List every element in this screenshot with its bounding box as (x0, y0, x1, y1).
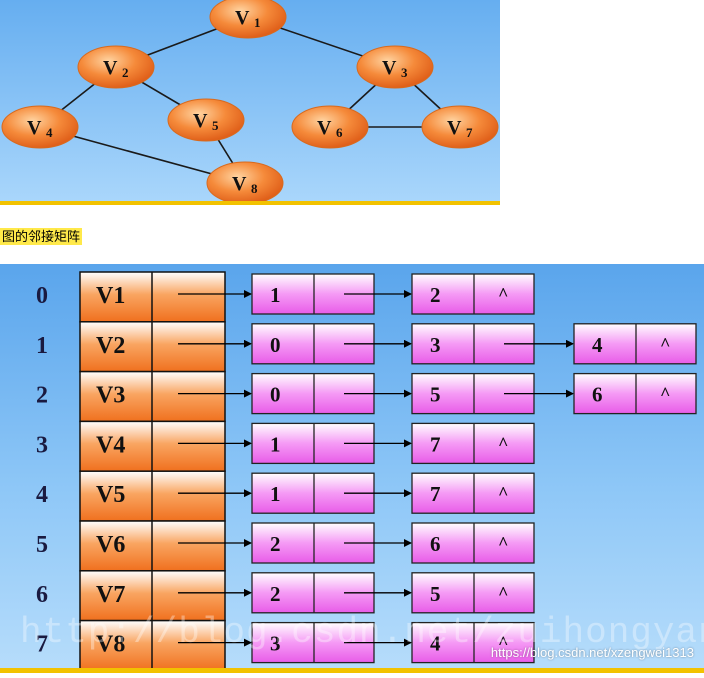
node-value: 4 (430, 632, 441, 656)
node-value: 1 (270, 482, 281, 506)
vertex-name: V4 (96, 432, 125, 458)
list-node: 6^ (411, 522, 535, 564)
graph-node-label: V (317, 117, 332, 139)
list-node: 2 (251, 572, 412, 614)
list-node: 4^ (411, 621, 535, 664)
list-node: 1 (251, 472, 412, 514)
graph-node-subscript: 5 (212, 118, 219, 133)
node-value: 4 (592, 333, 603, 357)
row-index: 6 (36, 582, 48, 608)
node-value: 3 (430, 333, 441, 357)
vertex-name: V7 (96, 582, 125, 608)
node-value: 7 (430, 482, 441, 506)
row-index: 2 (36, 383, 48, 409)
node-value: 2 (430, 283, 441, 307)
row-index: 4 (36, 482, 48, 508)
list-node: 6^ (573, 372, 697, 415)
list-node: 7^ (411, 422, 535, 465)
node-value: 3 (270, 632, 281, 656)
list-node: 7^ (411, 472, 535, 514)
node-value: 1 (270, 432, 281, 456)
null-pointer: ^ (498, 583, 508, 603)
null-pointer: ^ (660, 384, 670, 404)
node-value: 5 (430, 582, 441, 606)
vertex-name: V8 (96, 632, 125, 658)
figure-caption: 图的邻接矩阵 (0, 228, 83, 245)
null-pointer: ^ (660, 334, 670, 354)
null-pointer: ^ (498, 533, 508, 553)
list-node: 0 (251, 323, 412, 365)
list-node: 3 (251, 621, 412, 664)
graph-node-subscript: 6 (336, 125, 343, 140)
graph-node-label: V (235, 7, 250, 29)
null-pointer: ^ (498, 433, 508, 453)
graph-node-subscript: 2 (122, 65, 129, 80)
null-pointer: ^ (498, 483, 508, 503)
bottom-bar (0, 668, 704, 673)
vertex-name: V1 (96, 283, 125, 309)
list-node: 2^ (411, 273, 535, 315)
graph-node-subscript: 3 (401, 65, 408, 80)
list-node: 4^ (573, 323, 697, 365)
node-value: 0 (270, 383, 281, 407)
list-node: 1 (251, 422, 412, 465)
node-value: 2 (270, 532, 281, 556)
node-value: 5 (430, 383, 441, 407)
node-value: 6 (430, 532, 441, 556)
row-index: 0 (36, 283, 48, 309)
row-index: 5 (36, 532, 48, 558)
null-pointer: ^ (498, 284, 508, 304)
list-node: 3 (411, 323, 574, 365)
source-url: https://blog.csdn.net/xzengwei1313 (490, 645, 694, 660)
null-pointer: ^ (498, 633, 508, 653)
list-node: 2 (251, 522, 412, 564)
row-index: 1 (36, 333, 48, 359)
graph-node-label: V (382, 57, 397, 79)
graph-node-subscript: 7 (466, 125, 473, 140)
node-value: 2 (270, 582, 281, 606)
list-node: 1 (251, 273, 412, 315)
graph-node-subscript: 4 (46, 125, 53, 140)
list-node: 5 (411, 372, 574, 415)
node-value: 0 (270, 333, 281, 357)
node-value: 6 (592, 383, 603, 407)
graph-node-label: V (447, 117, 462, 139)
vertex-name: V3 (96, 383, 125, 409)
graph-node-subscript: 8 (251, 181, 258, 196)
vertex-name: V2 (96, 333, 125, 359)
row-index: 7 (36, 632, 48, 658)
row-index: 3 (36, 432, 48, 458)
graph-node-label: V (232, 173, 247, 195)
node-value: 7 (430, 432, 441, 456)
graph-node-label: V (103, 57, 118, 79)
watermark: http://blog.csdn.net/zuihongyan518 (20, 612, 704, 653)
graph-node-label: V (27, 117, 42, 139)
list-node: 0 (251, 372, 412, 415)
node-value: 1 (270, 283, 281, 307)
list-node: 5^ (411, 572, 535, 614)
graph-node-label: V (193, 110, 208, 132)
vertex-name: V5 (96, 482, 125, 508)
graph-node-subscript: 1 (254, 15, 261, 30)
vertex-name: V6 (96, 532, 125, 558)
